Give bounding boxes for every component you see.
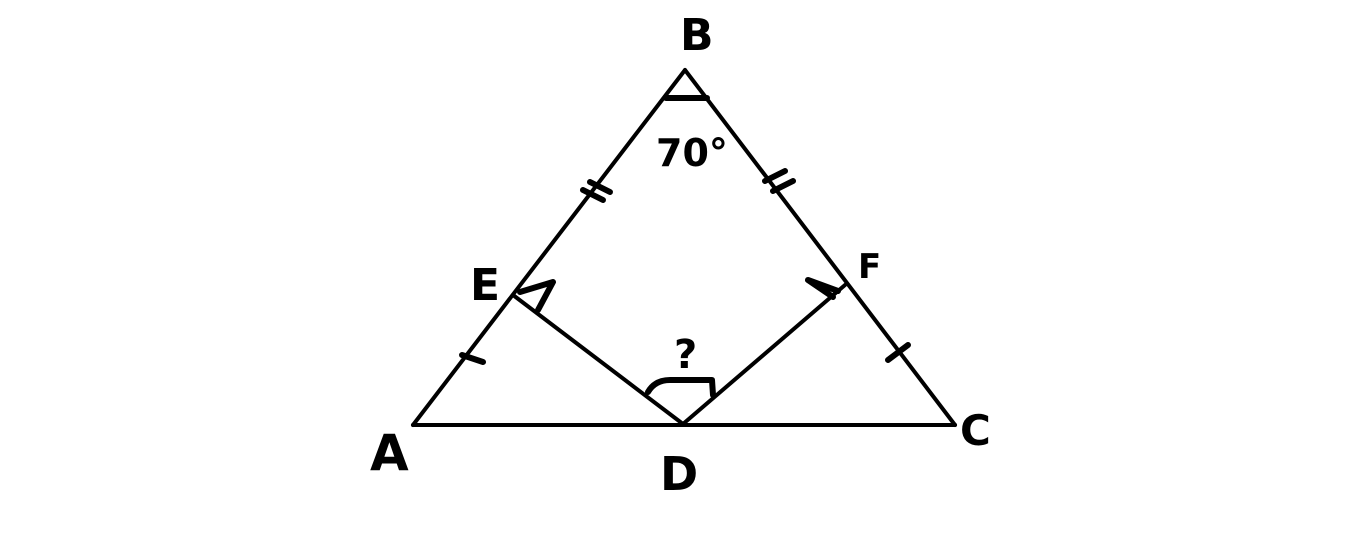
angle-b-label: 70° — [656, 131, 728, 175]
tick-mark-bf — [762, 168, 796, 194]
label-f: F — [858, 247, 881, 287]
segment-de — [511, 293, 685, 426]
label-a: A — [370, 424, 409, 482]
segment-df — [681, 283, 847, 426]
tick-mark-fc — [885, 342, 911, 363]
tick-mark-ae — [459, 352, 486, 365]
angle-mark-d — [645, 377, 716, 398]
label-d: D — [660, 447, 698, 501]
side-ab — [411, 68, 687, 427]
right-angle-mark-e — [517, 279, 556, 313]
unknown-angle-label: ? — [674, 332, 697, 378]
right-angle-mark-f — [805, 277, 841, 300]
tick-mark-be — [580, 179, 613, 203]
label-c: C — [960, 406, 991, 455]
label-e: E — [470, 260, 500, 311]
label-b: B — [680, 10, 714, 61]
side-bc — [683, 68, 957, 427]
